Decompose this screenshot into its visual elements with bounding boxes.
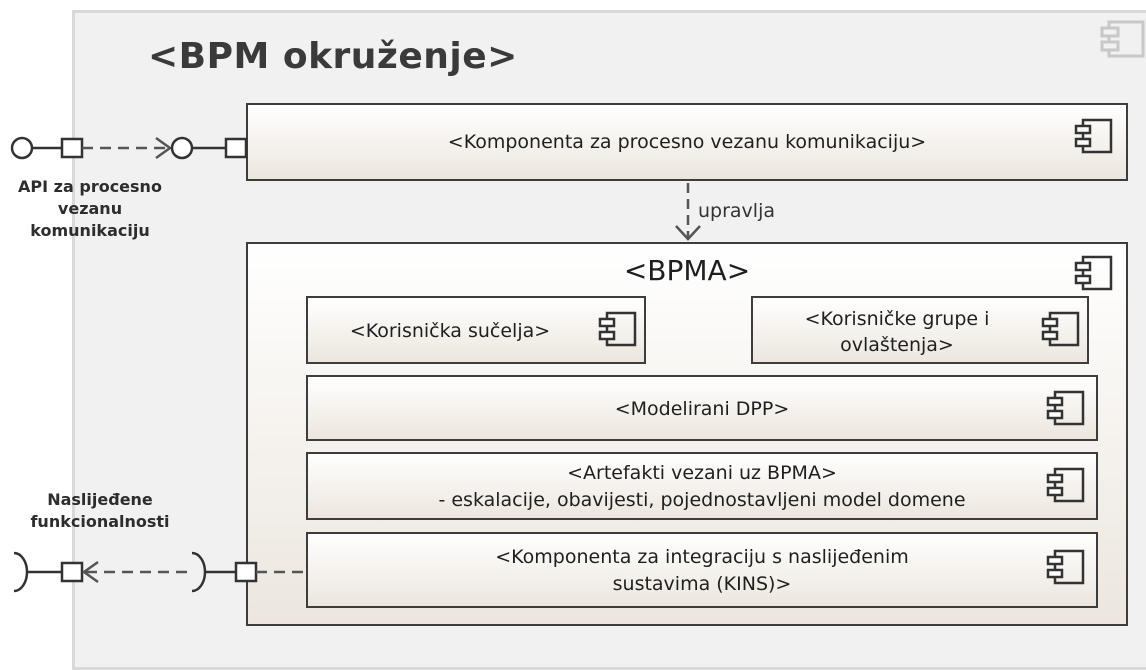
label-line-2: vezanu	[57, 199, 123, 218]
component-icon	[1074, 255, 1113, 291]
connectors	[10, 136, 701, 593]
label-line-1: Naslijeđene	[47, 490, 153, 509]
label-line-1: <Komponenta za integraciju s naslijeđeni…	[495, 546, 909, 568]
component-icon	[1074, 118, 1113, 154]
label-line-3: komunikaciju	[30, 221, 150, 240]
label-line-1: API za procesno	[18, 177, 162, 196]
user-interfaces-component[interactable]: <Korisnička sučelja>	[306, 296, 646, 364]
component-icon	[1046, 549, 1085, 585]
component-label: <Komponenta za integraciju s naslijeđeni…	[308, 544, 1096, 598]
api-provided-interface	[10, 136, 84, 160]
component-icon	[1041, 311, 1080, 347]
kins-component[interactable]: <Komponenta za integraciju s naslijeđeni…	[306, 532, 1098, 608]
label-line-2: funkcionalnosti	[30, 512, 170, 531]
label-line-1: <Korisničke grupe i	[804, 308, 990, 330]
api-label: API za procesno vezanu komunikaciju	[0, 176, 180, 242]
artefacts-component[interactable]: <Artefakti vezani uz BPMA> - eskalacije,…	[306, 452, 1098, 520]
label-line-2: sustavima (KINS)>	[612, 573, 792, 595]
arrow-head	[155, 136, 173, 160]
component-icon	[1046, 390, 1085, 426]
environment-title: <BPM okruženje>	[148, 36, 518, 77]
label-line-2: - eskalacije, obavijesti, pojednostavlje…	[438, 489, 966, 511]
component-icon	[1046, 467, 1085, 503]
dependency-label: upravlja	[698, 200, 776, 222]
label-line-2: ovlaštenja>	[840, 334, 954, 356]
component-label: <Korisnička sučelja>	[349, 320, 551, 342]
component-label: <Modelirani DPP>	[614, 398, 790, 420]
modeled-dpp-component[interactable]: <Modelirani DPP>	[306, 375, 1098, 441]
component-label: <Artefakti vezani uz BPMA> - eskalacije,…	[308, 460, 1096, 514]
process-communication-component[interactable]: <Komponenta za procesno vezanu komunikac…	[246, 103, 1128, 181]
arrow-head	[675, 225, 701, 241]
user-groups-component[interactable]: <Korisničke grupe i ovlaštenja>	[751, 296, 1089, 364]
component-label: <Komponenta za procesno vezanu komunikac…	[447, 131, 927, 153]
component-icon	[1100, 20, 1145, 58]
kins-required-port	[191, 551, 258, 593]
label-line-1: <Artefakti vezani uz BPMA>	[567, 462, 837, 484]
component-provided-port	[170, 136, 248, 160]
component-label: <Korisničke grupe i ovlaštenja>	[707, 306, 1087, 358]
legacy-required-interface	[13, 551, 84, 593]
component-icon	[598, 311, 637, 347]
arrow-head	[81, 560, 99, 584]
bpma-title: <BPMA>	[623, 254, 751, 287]
legacy-label: Naslijeđene funkcionalnosti	[0, 489, 200, 533]
